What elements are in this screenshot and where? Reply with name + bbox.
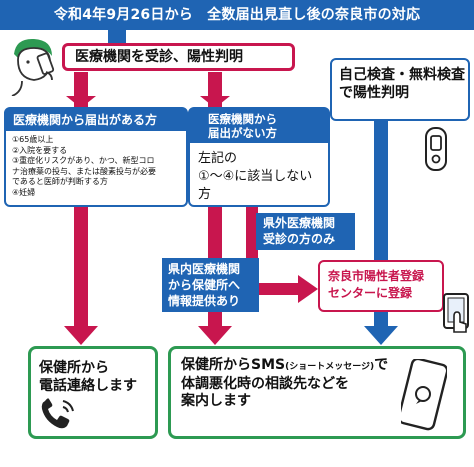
unreported-heading-line2: 届出がない方 <box>208 126 277 140</box>
tablet-tap-icon <box>443 293 469 333</box>
test-kit-icon <box>425 127 447 171</box>
criteria-item: ①65歳以上 <box>12 135 54 144</box>
arrow-visit-to-report-head <box>66 96 96 108</box>
self-test-line2: で陽性判明 <box>339 85 409 101</box>
criteria-item: ③重症化リスクがあり、かつ、新型コロ <box>12 156 155 165</box>
self-test-box: 自己検査・無料検査 で陽性判明 <box>330 58 470 121</box>
sms-line3: 案内します <box>181 393 251 409</box>
arrow-top-connector <box>108 30 126 44</box>
in-pref-line3: 情報提供あり <box>168 294 241 308</box>
visit-positive-box: 医療機関を受診、陽性判明 <box>62 43 295 71</box>
arrow-selftest-to-sms-head <box>364 326 398 345</box>
out-pref-line2: 受診の方のみ <box>263 232 336 246</box>
sms-line1-small: (ショートメッセージ) <box>285 362 375 372</box>
in-pref-line1: 県内医療機関 <box>168 262 241 276</box>
unreported-patients-box: 医療機関から 届出がない方 左記の ①～④に該当しない方 <box>188 107 330 207</box>
reported-patients-heading: 医療機関から届出がある方 <box>6 109 186 131</box>
phone-handset-icon <box>41 398 74 429</box>
criteria-item: ナ治療薬の投与、または酸素投与が必要 <box>12 166 156 176</box>
unreported-patients-heading: 医療機関から 届出がない方 <box>190 109 328 143</box>
reported-patients-box: 医療機関から届出がある方 ①65歳以上 ②入院を要する ③重症化リスクがあり、か… <box>4 107 188 207</box>
registration-center-box: 奈良市陽性者登録 センターに登録 <box>318 260 444 312</box>
unreported-heading-line1: 医療機関から <box>208 112 277 126</box>
visit-positive-label: 医療機関を受診、陽性判明 <box>75 49 243 65</box>
page-title: 令和4年9月26日から 全数届出見直し後の奈良市の対応 <box>0 0 474 30</box>
center-line1: 奈良市陽性者登録 <box>328 269 425 283</box>
arrow-noreport-to-sms-head <box>198 326 232 345</box>
sms-guidance-box: 保健所からSMS(ショートメッセージ)で 体調悪化時の相談先などを 案内します <box>168 346 466 439</box>
phone-line1: 保健所から <box>39 360 109 376</box>
unreported-body-line2: ①～④に該当しない方 <box>198 169 313 202</box>
arrow-report-to-phone <box>74 207 88 333</box>
out-pref-line1: 県外医療機関 <box>263 216 336 230</box>
arrow-report-to-phone-head <box>64 326 98 345</box>
sms-line1-end: で <box>374 357 389 373</box>
person-phone-icon <box>11 38 55 96</box>
smartphone-icon <box>401 359 447 431</box>
criteria-item: ④妊婦 <box>12 187 36 197</box>
self-test-line1: 自己検査・無料検査 <box>339 67 465 83</box>
phone-contact-box: 保健所から 電話連絡します <box>28 346 158 439</box>
arrow-outpref-horizontal <box>246 283 300 295</box>
phone-line2: 電話連絡します <box>39 378 137 394</box>
criteria-item: であると医師が判断する方 <box>12 177 108 186</box>
unreported-body-line1: 左記の <box>198 151 238 166</box>
out-of-prefecture-label: 県外医療機関 受診の方のみ <box>256 213 355 250</box>
sms-line1: 保健所からSMS(ショートメッセージ)で <box>181 357 453 376</box>
in-pref-line2: から保健所へ <box>168 278 241 292</box>
criteria-list: ①65歳以上 ②入院を要する ③重症化リスクがあり、かつ、新型コロ ナ治療薬の投… <box>6 131 186 202</box>
criteria-item: ②入院を要する <box>12 145 68 155</box>
sms-line1-main: 保健所からSMS <box>181 357 286 373</box>
arrow-outpref-head <box>298 275 318 303</box>
unreported-description: 左記の ①～④に該当しない方 <box>190 143 328 211</box>
sms-line2: 体調悪化時の相談先などを <box>181 376 349 392</box>
in-prefecture-label: 県内医療機関 から保健所へ 情報提供あり <box>162 258 259 312</box>
arrow-visit-to-noreport-head <box>200 96 230 108</box>
center-line2: センターに登録 <box>328 286 413 300</box>
